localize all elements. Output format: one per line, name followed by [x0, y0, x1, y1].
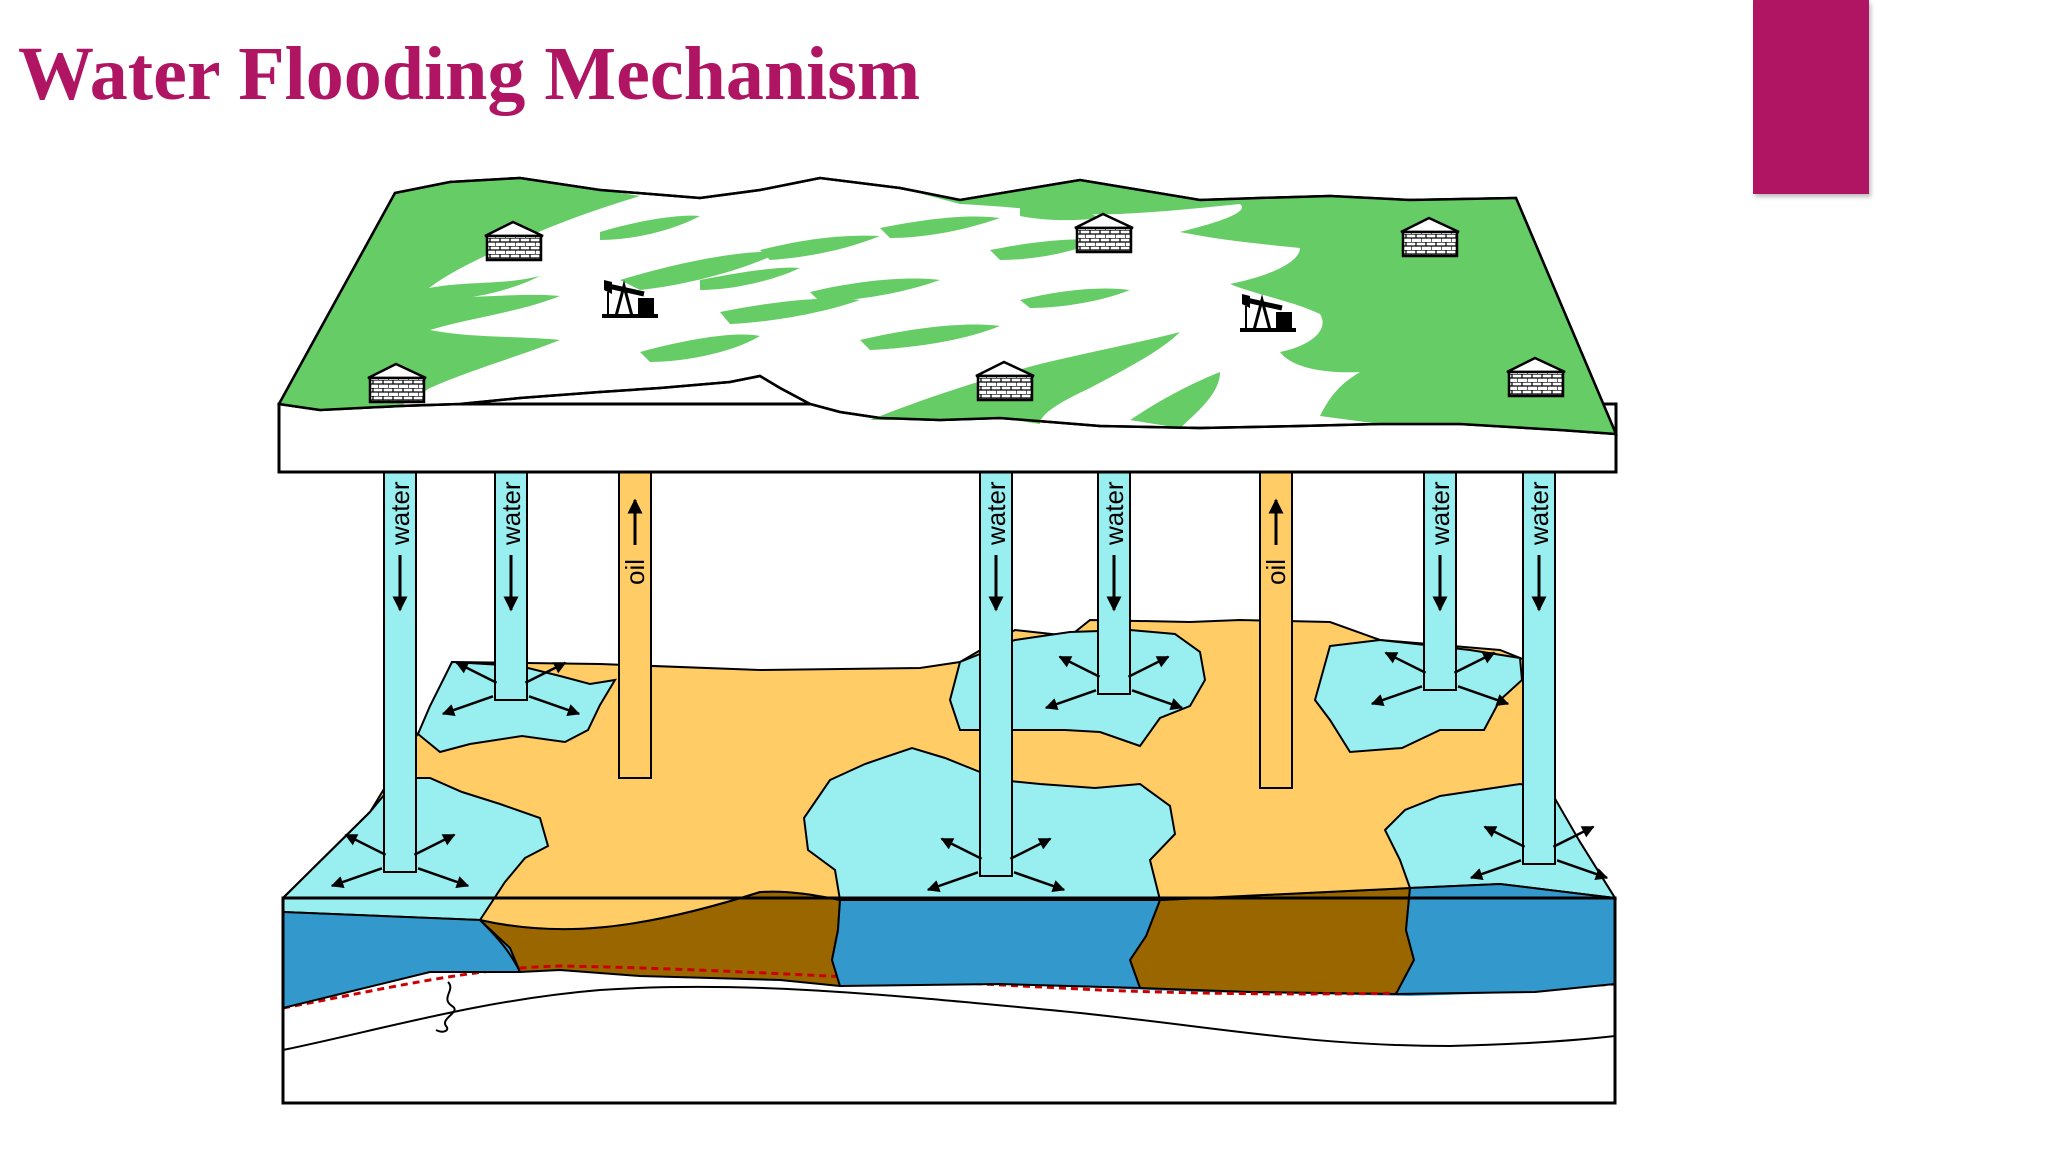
- oil-water-contact-line: [282, 964, 1616, 1010]
- water-injection-well: water: [1370, 471, 1510, 706]
- accent-bar: [1753, 0, 1869, 194]
- arrow-icon: [528, 695, 581, 716]
- arrow-icon: [455, 661, 498, 684]
- arrow-icon: [1127, 655, 1170, 678]
- well-label: water: [981, 481, 1011, 546]
- house-icon: [367, 362, 427, 404]
- well-label: oil: [620, 559, 650, 585]
- vegetation: [760, 235, 880, 260]
- well-pipe: [1522, 471, 1556, 865]
- flooded-zone: [1313, 638, 1524, 754]
- house-icon: [484, 220, 544, 262]
- well-pipe: [383, 471, 417, 873]
- aquifer-front-left: [282, 910, 522, 1010]
- house-icon: [1074, 212, 1134, 254]
- vegetation: [600, 215, 700, 240]
- well-pipe: [1423, 471, 1457, 691]
- well-label: water: [496, 481, 526, 546]
- surface-icons: [367, 212, 1566, 404]
- water-injection-well: water: [441, 471, 581, 716]
- vegetation: [1020, 288, 1130, 308]
- arrow-icon: [1013, 871, 1066, 892]
- arrow-icon: [1009, 837, 1052, 860]
- arrow-icon: [1483, 825, 1526, 848]
- arrow-icon: [926, 871, 979, 892]
- arrow-icon: [1457, 685, 1510, 706]
- vegetation: [620, 251, 780, 290]
- vegetation: [990, 239, 1100, 260]
- arrow-icon: [1370, 685, 1423, 706]
- aquifer-front-middle: [830, 899, 1162, 990]
- flooded-zone: [416, 660, 617, 754]
- reservoir-block: [281, 618, 1617, 1105]
- fault-squiggle: [435, 981, 456, 1033]
- vegetation: [700, 267, 800, 290]
- surface-slab: [277, 176, 1618, 474]
- well-label: water: [1425, 481, 1455, 546]
- wells-group: water water oil water water oil water water: [330, 471, 1609, 892]
- arrow-icon: [1384, 651, 1427, 674]
- arrow-icon: [1556, 859, 1609, 880]
- arrow-icon: [1453, 651, 1496, 674]
- vegetation: [279, 178, 640, 410]
- rock-layer-line: [282, 985, 1616, 1051]
- house-icon: [1400, 216, 1460, 258]
- water-injection-well: water: [1469, 471, 1609, 880]
- arrow-icon: [1058, 655, 1101, 678]
- vegetation: [420, 276, 540, 301]
- water-injection-well: water: [330, 471, 470, 888]
- vegetation: [720, 298, 860, 324]
- well-label: water: [1099, 481, 1129, 546]
- arrow-icon: [413, 833, 456, 856]
- house-icon: [975, 360, 1035, 402]
- well-label: water: [1524, 481, 1554, 546]
- pumpjack-icon: [602, 280, 658, 318]
- house-icon: [1506, 356, 1566, 398]
- arrow-icon: [524, 661, 567, 684]
- vegetation: [1130, 372, 1220, 428]
- well-label: oil: [1261, 559, 1291, 585]
- oil-production-well: oil: [1259, 471, 1293, 789]
- aquifer-front-right: [1394, 882, 1616, 996]
- slide-title: Water Flooding Mechanism: [18, 32, 921, 116]
- water-injection-well: water: [1044, 471, 1184, 710]
- vegetation: [810, 278, 940, 302]
- arrow-icon: [344, 833, 387, 856]
- vegetation: [640, 334, 760, 362]
- well-pipe: [979, 471, 1013, 877]
- arrow-icon: [940, 837, 983, 860]
- arrow-icon: [1552, 825, 1595, 848]
- arrow-icon: [1469, 859, 1522, 880]
- oil-bank-right: [1128, 886, 1416, 996]
- arrow-icon: [1131, 689, 1184, 710]
- vegetation: [860, 324, 1000, 350]
- pumpjack-icon: [1240, 294, 1296, 332]
- vegetation: [1020, 206, 1100, 221]
- vegetation: [880, 216, 1000, 238]
- arrow-icon: [1044, 689, 1097, 710]
- arrow-icon: [330, 867, 383, 888]
- oil-production-well: oil: [618, 471, 652, 779]
- arrow-icon: [417, 867, 470, 888]
- arrow-icon: [441, 695, 494, 716]
- water-injection-well: water: [926, 471, 1066, 892]
- well-label: water: [385, 481, 415, 546]
